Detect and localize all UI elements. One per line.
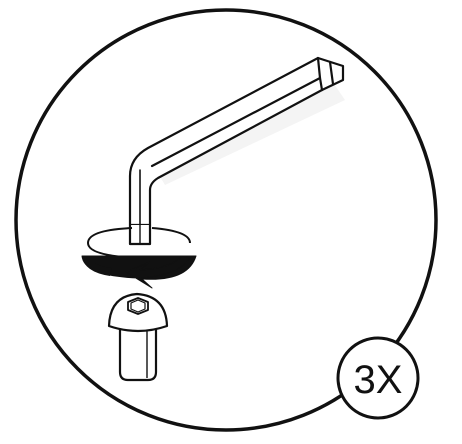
frame-circle xyxy=(14,8,438,432)
quantity-badge: 3X xyxy=(336,336,420,420)
rotation-arrow-icon xyxy=(81,227,197,289)
quantity-badge-circle xyxy=(336,336,420,420)
button-head-screw-icon xyxy=(107,292,169,382)
quantity-label: 3X xyxy=(354,358,403,402)
allen-key-icon xyxy=(128,56,345,246)
